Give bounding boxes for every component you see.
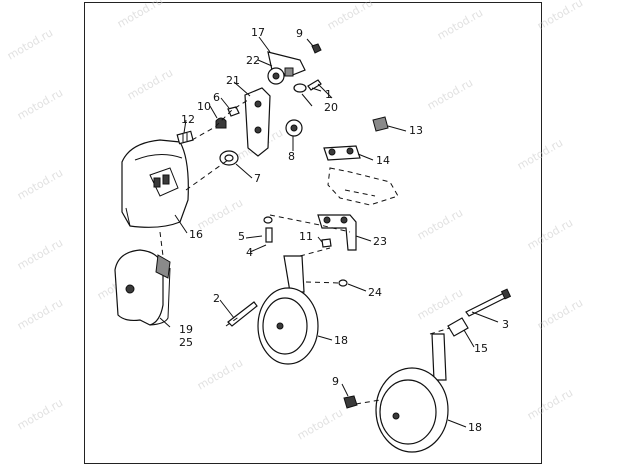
callout-labels: 9 17 22 21 6 10 12 1 20 13 8 14 7 16 5 4… — [179, 26, 509, 434]
callout-22: 22 — [246, 54, 260, 67]
grommet-part-10 — [215, 117, 227, 129]
nut-part-9-top — [311, 43, 322, 54]
callout-20: 20 — [324, 101, 338, 114]
callout-25: 25 — [179, 336, 193, 349]
nut-part-9-bottom — [343, 395, 358, 409]
callout-15: 15 — [474, 342, 488, 355]
watermark-text: motod.ru — [525, 216, 575, 252]
callout-5: 5 — [238, 230, 245, 243]
callout-6: 6 — [213, 91, 220, 104]
watermark-text: motod.ru — [535, 0, 585, 33]
watermark-text: motod.ru — [115, 0, 165, 31]
stud-part-24 — [338, 279, 348, 287]
watermark-text: motod.ru — [525, 386, 575, 422]
callout-16: 16 — [189, 228, 203, 241]
watermark-text: motod.ru — [415, 206, 465, 242]
washer-part-7 — [219, 150, 239, 166]
callout-18-right: 18 — [468, 421, 482, 434]
callout-2: 2 — [213, 292, 220, 305]
bushing-part-8 — [285, 119, 303, 137]
watermark-text: motod.ru — [195, 356, 245, 392]
leader-lines — [159, 36, 499, 428]
bolt-part-1 — [307, 79, 322, 91]
callout-7: 7 — [254, 172, 261, 185]
bolt-part-2 — [227, 301, 258, 327]
callout-3: 3 — [502, 318, 509, 331]
callout-11: 11 — [299, 230, 313, 243]
watermark-text: motod.ru — [15, 236, 65, 272]
watermark-text: motod.ru — [435, 6, 485, 42]
callout-8: 8 — [288, 150, 295, 163]
callout-23: 23 — [373, 235, 387, 248]
callout-9-top: 9 — [296, 27, 303, 40]
callout-14: 14 — [376, 154, 390, 167]
callout-4: 4 — [246, 246, 253, 259]
bracket-part-21 — [244, 87, 271, 157]
horn-part-18-center — [257, 255, 319, 365]
watermark-text: motod.ru — [415, 286, 465, 322]
assembly-guides — [159, 99, 451, 405]
bolt-part-3 — [465, 288, 512, 317]
watermark-text: motod.ru — [515, 136, 565, 172]
callout-17: 17 — [251, 26, 265, 39]
callout-13: 13 — [409, 124, 423, 137]
watermark-text: motod.ru — [325, 0, 375, 33]
clip-part-12 — [176, 130, 194, 145]
horn-part-19 — [114, 249, 171, 326]
watermark-text: motod.ru — [425, 76, 475, 112]
horn-part-18-right — [375, 333, 449, 453]
bracket-part-23 — [317, 214, 357, 251]
bracket-part-17 — [267, 51, 306, 85]
watermark-text: motod.ru — [295, 406, 345, 442]
watermark-text: motod.ru — [15, 86, 65, 122]
horn-cover-part-16 — [121, 139, 189, 228]
nut-part-6 — [227, 106, 240, 117]
watermark-text: motod.ru — [125, 66, 175, 102]
callout-12: 12 — [181, 113, 195, 126]
pad-part-13 — [372, 116, 389, 132]
callout-10: 10 — [197, 100, 211, 113]
watermark-text: motod.ru — [15, 296, 65, 332]
watermark-text: motod.ru — [535, 296, 585, 332]
callout-18-center: 18 — [334, 334, 348, 347]
spacer-part-15 — [447, 317, 469, 337]
bracket-part-14 — [323, 145, 361, 161]
mounting-frame-section — [327, 167, 399, 206]
watermark-text: motod.ru — [15, 166, 65, 202]
callout-1: 1 — [325, 88, 332, 101]
nut-part-11 — [321, 238, 332, 248]
watermark-text: motod.ru — [15, 396, 65, 432]
callout-9-bottom: 9 — [332, 375, 339, 388]
bolt-part-4 — [265, 227, 273, 243]
callout-19: 19 — [179, 323, 193, 336]
callout-21: 21 — [226, 74, 240, 87]
callout-24: 24 — [368, 286, 382, 299]
watermark-text: motod.ru — [5, 26, 55, 62]
washer-part-20 — [293, 83, 307, 93]
screw-part-5 — [263, 216, 273, 224]
